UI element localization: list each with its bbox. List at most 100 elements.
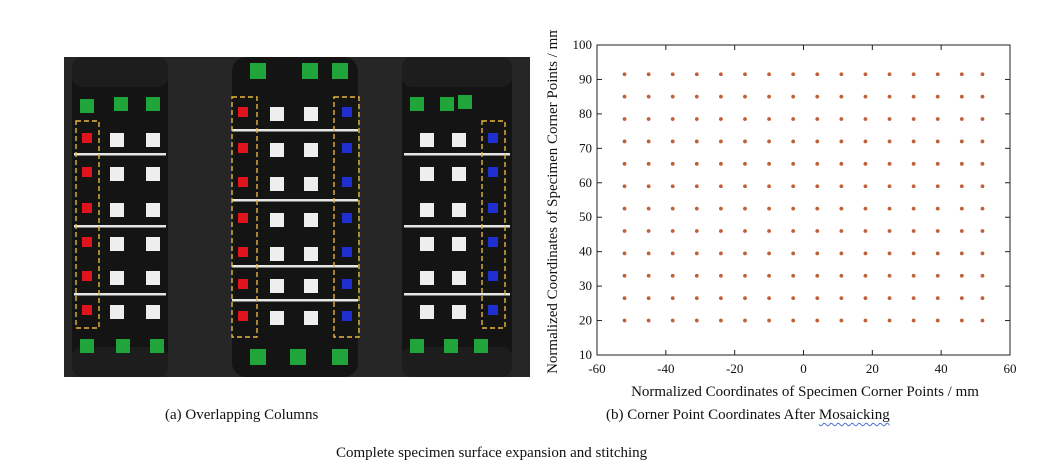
scatter-point	[767, 251, 771, 256]
scatter-point	[959, 161, 964, 166]
red-marker	[82, 271, 92, 281]
panel-a-caption: (a) Overlapping Columns	[165, 407, 319, 423]
scatter-point	[767, 72, 771, 77]
scatter-point	[863, 72, 868, 77]
scatter-point	[911, 72, 916, 77]
scatter-point	[719, 273, 723, 278]
white-marker	[452, 203, 466, 217]
scatter-point	[959, 206, 964, 211]
scatter-point	[670, 273, 675, 278]
scatter-point	[839, 229, 844, 233]
scatter-point	[622, 139, 627, 144]
scatter-point	[887, 139, 892, 144]
scatter-point	[622, 206, 627, 211]
scatter-point	[887, 184, 892, 189]
green-marker	[444, 339, 458, 353]
scatter-point	[694, 296, 699, 301]
scatter-point	[815, 139, 820, 144]
scatter-point	[911, 94, 916, 99]
scatter-point	[791, 318, 796, 323]
scatter-point	[670, 229, 675, 233]
overlap-region-box	[75, 120, 100, 329]
blue-marker	[342, 107, 352, 117]
blue-marker	[488, 305, 498, 315]
scatter-point	[646, 72, 651, 77]
scatter-point	[887, 94, 892, 99]
scatter-point	[815, 296, 820, 301]
scatter-point	[767, 94, 771, 99]
scatter-point	[959, 72, 964, 77]
scatter-point	[863, 139, 868, 144]
scatter-point	[959, 229, 964, 233]
scatter-point	[839, 184, 844, 189]
overlap-region-box	[333, 96, 360, 338]
panel-b-caption-text: (b) Corner Point Coordinates After	[606, 407, 819, 423]
scatter-point	[791, 206, 796, 211]
scatter-point	[839, 94, 844, 99]
scatter-point	[980, 161, 985, 166]
x-tick-label: -20	[726, 361, 743, 376]
figure-caption: Complete specimen surface expansion and …	[336, 445, 648, 461]
scatter-point	[767, 184, 771, 189]
green-marker	[302, 63, 318, 79]
x-tick-label: -40	[657, 361, 674, 376]
white-marker	[452, 237, 466, 251]
scatter-point	[911, 117, 916, 121]
white-marker	[420, 237, 434, 251]
scatter-point	[935, 94, 940, 99]
scatter-point	[815, 161, 820, 166]
scatter-point	[839, 161, 844, 166]
green-marker	[80, 99, 94, 113]
scatter-point	[863, 184, 868, 189]
scatter-point	[911, 161, 916, 166]
white-marker	[420, 203, 434, 217]
red-marker	[238, 311, 248, 321]
scatter-point	[694, 251, 699, 256]
scatter-point	[959, 139, 964, 144]
scatter-point	[670, 72, 675, 77]
scatter-point	[887, 296, 892, 301]
blue-marker	[488, 271, 498, 281]
scatter-point	[743, 229, 747, 233]
y-tick-label: 10	[579, 347, 592, 362]
reflection-band	[404, 293, 510, 296]
reflection-band	[404, 225, 510, 228]
red-marker	[238, 107, 248, 117]
scatter-point	[791, 184, 796, 189]
x-tick-label: -60	[588, 361, 605, 376]
scatter-point	[646, 251, 651, 256]
scatter-point	[743, 139, 747, 144]
scatter-point	[767, 117, 771, 121]
white-marker	[110, 167, 124, 181]
white-marker	[146, 271, 160, 285]
red-marker	[82, 305, 92, 315]
scatter-point	[959, 273, 964, 278]
red-marker	[82, 167, 92, 177]
scatter-point	[959, 318, 964, 323]
scatter-point	[719, 318, 723, 323]
scatter-point	[911, 139, 916, 144]
red-marker	[82, 133, 92, 143]
scatter-point	[911, 318, 916, 323]
blue-marker	[342, 279, 352, 289]
scatter-point	[959, 117, 964, 121]
specimen-column-middle	[232, 57, 358, 377]
y-tick-label: 100	[573, 37, 593, 52]
scatter-point	[815, 273, 820, 278]
scatter-point	[670, 139, 675, 144]
blue-marker	[488, 237, 498, 247]
white-marker	[270, 247, 284, 261]
scatter-point	[911, 296, 916, 301]
scatter-point	[980, 206, 985, 211]
scatter-point	[887, 273, 892, 278]
scatter-point	[646, 184, 651, 189]
scatter-point	[743, 251, 747, 256]
white-marker	[146, 133, 160, 147]
white-marker	[420, 133, 434, 147]
green-marker	[410, 97, 424, 111]
scatter-point	[863, 251, 868, 256]
scatter-point	[719, 296, 723, 301]
blue-marker	[342, 177, 352, 187]
scatter-point	[743, 117, 747, 121]
y-tick-label: 70	[579, 140, 592, 155]
